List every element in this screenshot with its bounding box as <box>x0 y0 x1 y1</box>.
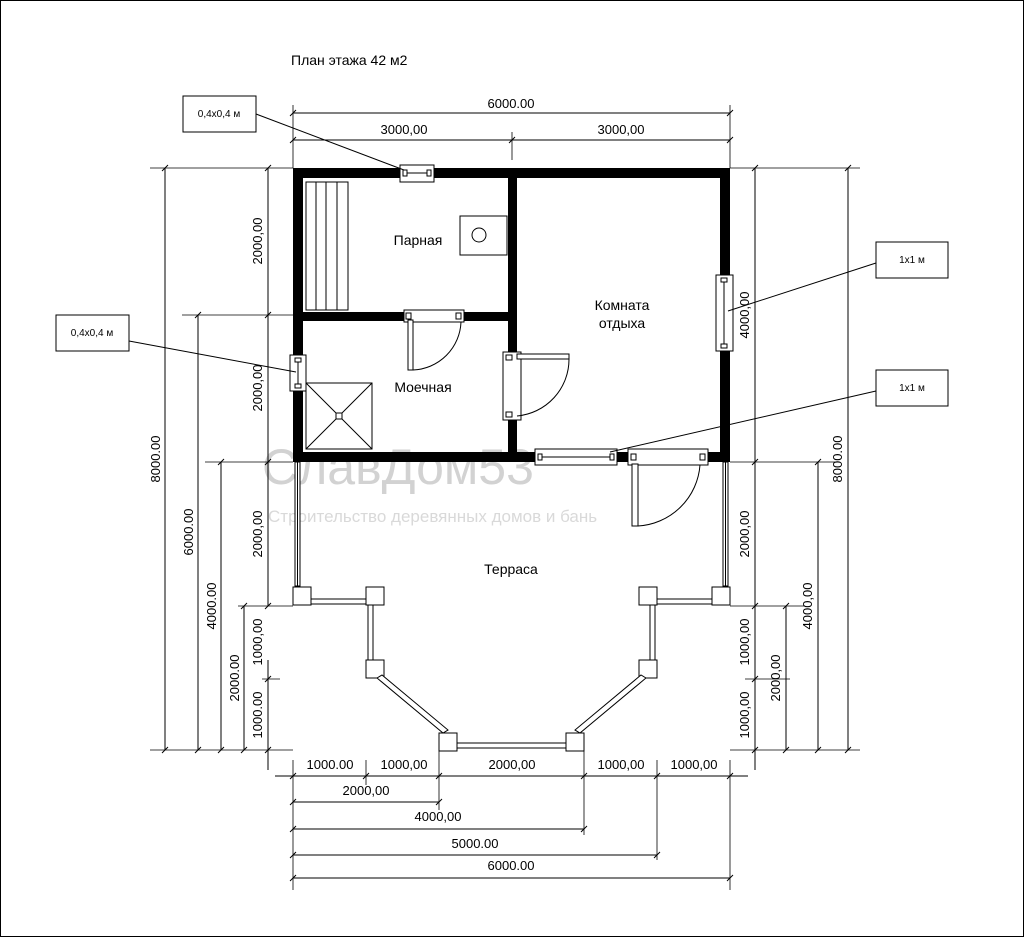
room-label-steam: Парная <box>394 232 443 248</box>
dim-left-1000-top: 1000,00 <box>250 619 265 666</box>
plan-title: План этажа 42 м2 <box>291 52 408 68</box>
room-label-terrace: Терраса <box>484 561 538 577</box>
dim-left-inner: 4000.00 <box>204 583 219 630</box>
callout-window-top: 0,4х0,4 м <box>182 95 405 171</box>
dim-left-outer: 8000.00 <box>148 436 163 483</box>
window-right-rest-room <box>715 274 734 352</box>
top-dimensions: 6000.00 3000,00 3000,00 <box>289 96 734 168</box>
door-washroom-rest <box>502 351 570 421</box>
shower-tray <box>305 382 373 450</box>
dim-house-2000-b: 2000,00 <box>250 365 265 412</box>
dim-bottom-5000: 5000.00 <box>452 836 499 851</box>
dim-right-4000-terrace: 4000,00 <box>800 583 815 630</box>
watermark: СлавДом53 Строительство деревянных домов… <box>262 439 597 526</box>
window-bottom-rest-room <box>534 448 618 466</box>
dim-house-2000-a: 2000,00 <box>250 218 265 265</box>
dim-left-1000-bot: 1000.00 <box>250 692 265 739</box>
dim-right-4000-house: 4000,00 <box>737 292 752 339</box>
dim-bottom-1000-c: 1000,00 <box>598 757 645 772</box>
callout-window-right: 1х1 м <box>727 241 949 312</box>
door-steam-washroom <box>403 309 465 371</box>
dim-bottom-1000-d: 1000,00 <box>671 757 718 772</box>
watermark-tagline: Строительство деревянных домов и бань <box>268 507 597 526</box>
room-label-wash: Моечная <box>394 379 451 395</box>
callout-window-bottom-text: 1х1 м <box>899 383 925 394</box>
dim-right-1000-bot: 1000,00 <box>737 692 752 739</box>
dim-bottom-1000-b: 1000,00 <box>381 757 428 772</box>
dim-right-outer: 8000.00 <box>830 436 845 483</box>
door-entrance <box>627 448 709 527</box>
dim-left-2000: 2000.00 <box>227 655 242 702</box>
callout-window-left: 0,4х0,4 м <box>55 314 297 373</box>
window-left-washroom <box>289 354 307 392</box>
sauna-bench <box>305 181 349 311</box>
window-top-steam-room <box>399 164 435 183</box>
callout-window-right-text: 1х1 м <box>899 255 925 266</box>
dim-right-2000-terrace: 2000,00 <box>737 511 752 558</box>
callout-window-top-text: 0,4х0,4 м <box>198 109 241 120</box>
right-dimensions: 4000,00 2000,00 1000,00 1000,00 2000,00 … <box>730 164 860 770</box>
left-dimensions: 8000.00 6000.00 4000.00 2000.00 2000,00 … <box>148 164 293 770</box>
callout-window-left-text: 0,4х0,4 м <box>71 328 114 339</box>
dim-top-right: 3000,00 <box>598 122 645 137</box>
dim-bottom-2000-center: 2000,00 <box>489 757 536 772</box>
dim-terrace-2000-left: 2000,00 <box>250 511 265 558</box>
dim-top-total: 6000.00 <box>488 96 535 111</box>
bottom-dimensions: 1000.00 1000,00 2000,00 1000,00 1000,00 … <box>275 750 748 890</box>
dim-bottom-4000: 4000,00 <box>415 809 462 824</box>
stove <box>459 215 508 256</box>
dim-bottom-6000: 6000.00 <box>488 858 535 873</box>
terrace-railing <box>292 461 731 752</box>
dim-left-mid: 6000.00 <box>181 509 196 556</box>
room-label-rest-line2: отдыха <box>599 315 646 331</box>
dim-top-left: 3000,00 <box>381 122 428 137</box>
dim-right-2000-inner: 2000,00 <box>768 655 783 702</box>
callout-window-bottom: 1х1 м <box>609 369 949 453</box>
room-label-rest-line1: Комната <box>595 297 650 313</box>
dim-bottom-2000: 2000,00 <box>343 783 390 798</box>
dim-right-1000-top: 1000,00 <box>737 619 752 666</box>
dim-bottom-1000-a: 1000.00 <box>307 757 354 772</box>
